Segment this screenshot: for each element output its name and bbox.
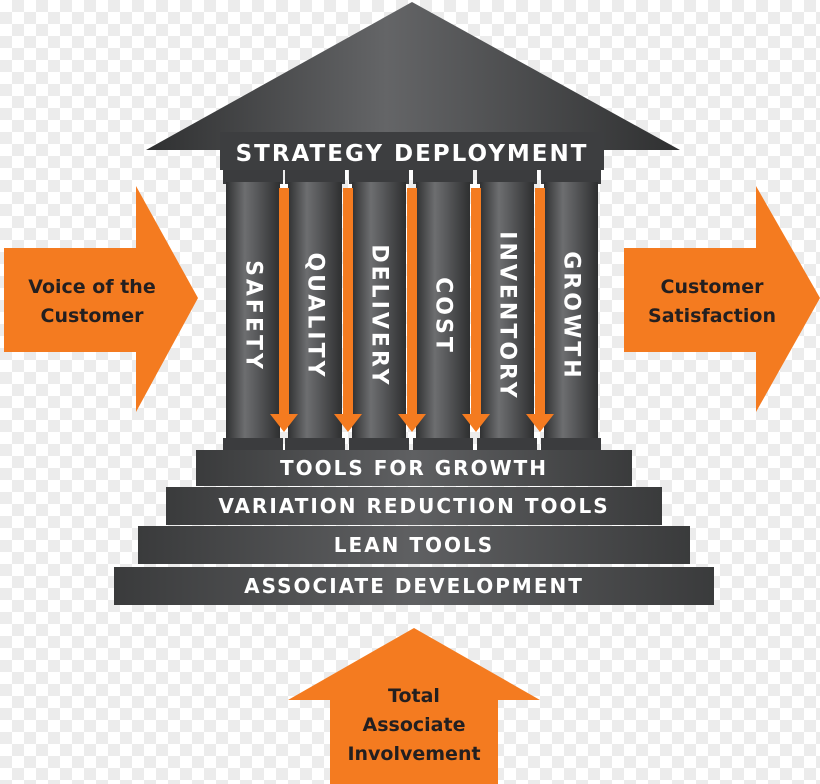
pillar-safety: SAFETY: [223, 170, 283, 452]
pillar-base: [413, 438, 473, 452]
voice-of-customer-arrow: Voice of the Customer: [4, 186, 198, 412]
pillar-shaft: [352, 182, 406, 440]
pillar-shaft: [544, 182, 598, 440]
flow-arrow-shaft: [279, 188, 289, 416]
step-label: ASSOCIATE DEVELOPMENT: [244, 574, 584, 598]
pillar-capital: [477, 170, 537, 184]
flow-arrow-shaft: [407, 188, 417, 416]
pillar-label: INVENTORY: [495, 231, 520, 400]
roof-label: STRATEGY DEPLOYMENT: [236, 141, 589, 167]
pillar-label: DELIVERY: [367, 244, 392, 387]
step-slab: [114, 567, 714, 605]
flow-down-arrow: [526, 188, 554, 432]
bottom-arrow-line2: Associate: [363, 714, 466, 736]
pillar-shaft: [416, 182, 470, 440]
flow-arrow-head: [526, 414, 554, 432]
step-slab: [166, 487, 662, 525]
step-4: ASSOCIATE DEVELOPMENT: [114, 567, 714, 605]
flow-arrow-shaft: [471, 188, 481, 416]
step-label: LEAN TOOLS: [334, 533, 494, 557]
pillar-capital: [349, 170, 409, 184]
bottom-arrow-line3: Involvement: [347, 743, 480, 765]
left-arrow-line2: Customer: [41, 305, 145, 327]
pillar-shaft: [480, 182, 534, 440]
left-arrow-line1: Voice of the: [28, 276, 155, 298]
pillar-shaft: [226, 182, 280, 440]
total-associate-involvement-arrow: Total Associate Involvement: [288, 628, 540, 784]
flow-down-arrow: [398, 188, 426, 432]
left-arrow-shape: [4, 186, 198, 412]
step-3: LEAN TOOLS: [138, 526, 690, 564]
pillars: SAFETY QUALITY DELIVERY COST INVENTORY GROWTH: [223, 170, 601, 452]
roof: STRATEGY DEPLOYMENT: [146, 2, 680, 170]
step-slab: [138, 526, 690, 564]
roof-lintel: [220, 132, 604, 170]
flow-down-arrow: [462, 188, 490, 432]
right-arrow-shape: [624, 186, 820, 412]
pillar-base: [541, 438, 601, 452]
right-arrow-line2: Satisfaction: [648, 305, 776, 327]
step-slab: [196, 450, 632, 486]
pillar-base: [477, 438, 537, 452]
flow-arrow-head: [462, 414, 490, 432]
flow-down-arrow: [334, 188, 362, 432]
right-arrow-line1: Customer: [661, 276, 765, 298]
pillar-growth: GROWTH: [541, 170, 601, 452]
customer-satisfaction-arrow: Customer Satisfaction: [624, 186, 820, 412]
pillar-capital: [413, 170, 473, 184]
step-label: VARIATION REDUCTION TOOLS: [218, 494, 609, 518]
flow-arrow-shaft: [535, 188, 545, 416]
flow-arrow-head: [334, 414, 362, 432]
pillar-capital: [223, 170, 283, 184]
pillar-inventory: INVENTORY: [477, 170, 537, 452]
pillar-capital: [541, 170, 601, 184]
pillar-capital: [285, 170, 345, 184]
roof-pediment: [146, 2, 680, 150]
pillar-label: SAFETY: [241, 260, 266, 372]
step-label: TOOLS FOR GROWTH: [280, 456, 548, 480]
flow-down-arrow: [270, 188, 298, 432]
pillar-shaft: [288, 182, 342, 440]
pillar-delivery: DELIVERY: [349, 170, 409, 452]
pillar-label: COST: [431, 277, 456, 355]
step-1: TOOLS FOR GROWTH: [196, 450, 632, 486]
pillar-base: [285, 438, 345, 452]
flow-arrow-head: [398, 414, 426, 432]
step-2: VARIATION REDUCTION TOOLS: [166, 487, 662, 525]
pillar-base: [223, 438, 283, 452]
pillar-label: GROWTH: [559, 251, 584, 380]
bottom-arrow-shape: [288, 628, 540, 784]
pillar-base: [349, 438, 409, 452]
flow-arrow-shaft: [343, 188, 353, 416]
pillar-label: QUALITY: [303, 252, 328, 379]
bottom-arrow-line1: Total: [388, 685, 440, 707]
steps: TOOLS FOR GROWTH VARIATION REDUCTION TOOL…: [114, 450, 714, 605]
flow-arrow-head: [270, 414, 298, 432]
pillar-cost: COST: [413, 170, 473, 452]
pillar-quality: QUALITY: [285, 170, 345, 452]
